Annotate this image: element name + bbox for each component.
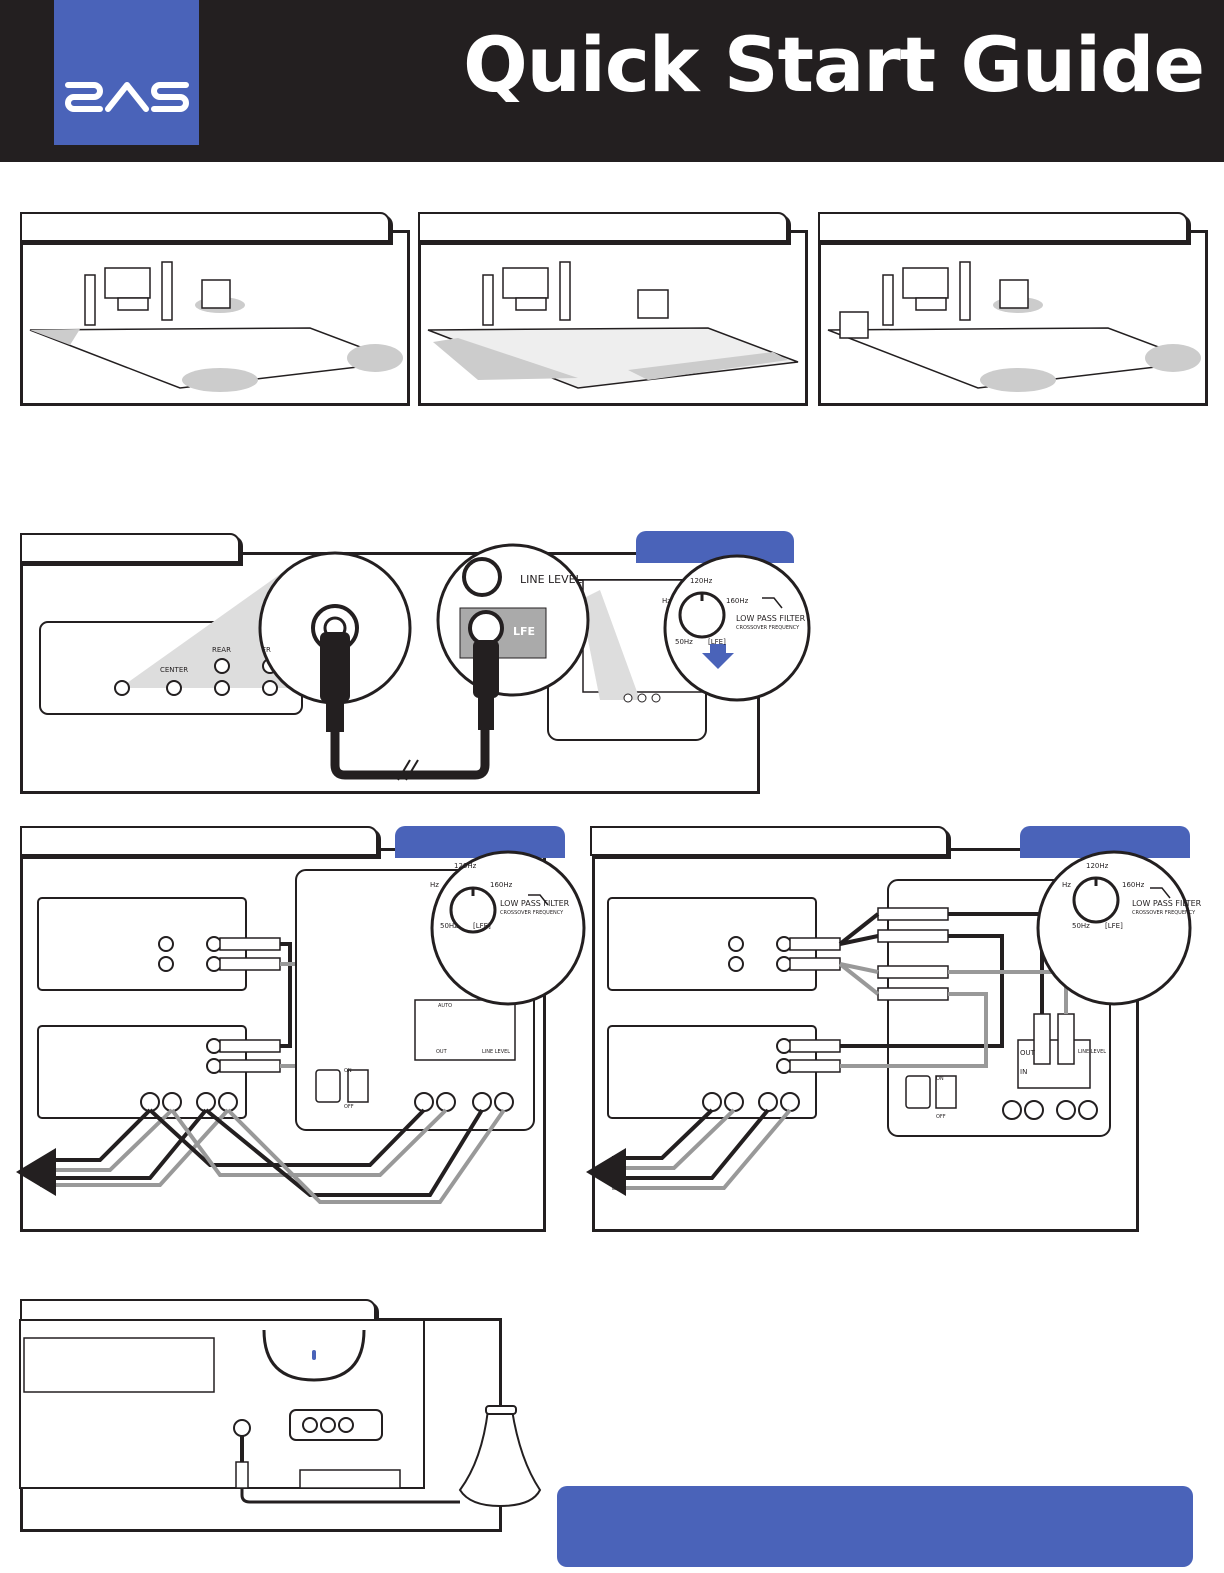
room-corner-placement-illustration bbox=[29, 261, 403, 392]
label-front: FR bbox=[262, 646, 271, 654]
sub1-label-line-level: LINE LEVEL bbox=[482, 1049, 511, 1055]
speaker-level-settings-tab-1 bbox=[395, 826, 565, 858]
sub2-label-in: IN bbox=[1020, 1068, 1028, 1076]
dial-freq-80: Hz bbox=[662, 597, 671, 605]
dial-filter-title: LOW PASS FILTER bbox=[736, 614, 806, 623]
sub2-label-on: ON bbox=[936, 1076, 944, 1082]
dial1-freq-160: 160Hz bbox=[490, 881, 513, 889]
placement-tab-1 bbox=[20, 212, 390, 242]
speaker-level-illustration-1 bbox=[16, 850, 586, 1204]
sub1-label-on: ON bbox=[344, 1068, 352, 1074]
dial1-freq-120: 120Hz bbox=[454, 862, 477, 870]
lfe-settings-tab bbox=[636, 531, 794, 563]
speaker-level-tab-1 bbox=[20, 826, 378, 856]
label-rear: REAR bbox=[212, 646, 231, 654]
speaker-level-tab-2 bbox=[590, 826, 948, 856]
svs-logo-mark bbox=[65, 82, 189, 112]
dial2-freq-50: 50Hz bbox=[1072, 922, 1090, 930]
sub2-label-out: OUT bbox=[1020, 1049, 1035, 1057]
label-center: CENTER bbox=[160, 666, 189, 674]
dial-freq-50: 50Hz bbox=[675, 638, 693, 646]
header-bar: Quick Start Guide bbox=[0, 0, 1224, 162]
dial2-freq-80: Hz bbox=[1062, 881, 1071, 889]
room-wall-placement-illustration bbox=[427, 261, 799, 389]
sub1-label-off: OFF bbox=[344, 1104, 354, 1110]
dial-lfe-mark: [LFE] bbox=[708, 638, 726, 646]
lfe-connection-tab bbox=[20, 533, 240, 563]
dial1-filter-sub: CROSSOVER FREQUENCY bbox=[500, 910, 564, 916]
svs-logo bbox=[54, 0, 199, 145]
placement-tab-2 bbox=[418, 212, 788, 242]
label-line-level: LINE LEVEL bbox=[520, 573, 582, 586]
dial2-freq-120: 120Hz bbox=[1086, 862, 1109, 870]
dial2-lfe-mark: [LFE] bbox=[1105, 922, 1123, 930]
placement-tab-3 bbox=[818, 212, 1188, 242]
sub1-label-auto: AUTO bbox=[438, 1003, 453, 1009]
speaker-level-illustration-2 bbox=[586, 850, 1192, 1196]
sub2-label-line-level: LINE LEVEL bbox=[1078, 1049, 1107, 1055]
dial1-lfe-mark: [LFE] bbox=[473, 922, 491, 930]
dial1-freq-50: 50Hz bbox=[440, 922, 458, 930]
label-lfe: LFE bbox=[513, 625, 536, 638]
sub2-label-off: OFF bbox=[936, 1114, 946, 1120]
dial2-freq-160: 160Hz bbox=[1122, 881, 1145, 889]
sub1-label-out: OUT bbox=[436, 1049, 447, 1055]
dial-freq-160: 160Hz bbox=[726, 597, 749, 605]
dial1-filter-title: LOW PASS FILTER bbox=[500, 899, 570, 908]
dial1-freq-80: Hz bbox=[430, 881, 439, 889]
dial2-filter-title: LOW PASS FILTER bbox=[1132, 899, 1202, 908]
lfe-connection-illustration bbox=[39, 543, 811, 781]
dial-freq-120: 120Hz bbox=[690, 577, 713, 585]
page-title: Quick Start Guide bbox=[463, 20, 1205, 109]
room-dual-sub-placement-illustration bbox=[827, 261, 1201, 392]
dial2-filter-sub: CROSSOVER FREQUENCY bbox=[1132, 910, 1196, 916]
footer-info-banner bbox=[557, 1486, 1193, 1567]
calibration-mic-illustration bbox=[19, 1319, 542, 1508]
dial-filter-sub: CROSSOVER FREQUENCY bbox=[736, 625, 800, 631]
